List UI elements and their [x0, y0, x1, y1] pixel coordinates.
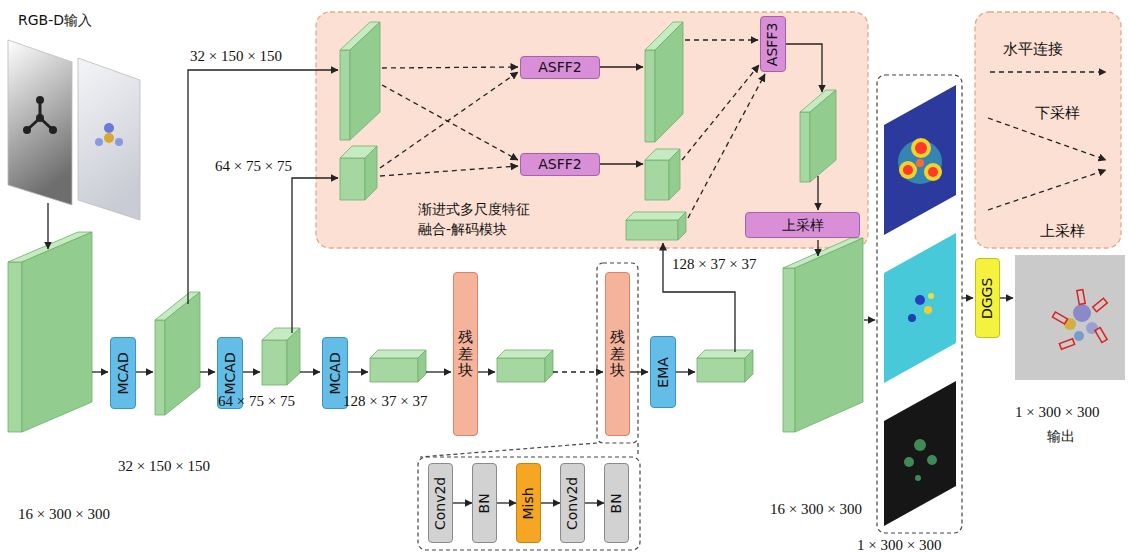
- dimension-label: 1 × 300 × 300: [857, 536, 941, 553]
- feature-map: [340, 22, 380, 140]
- rgb-image: [78, 58, 140, 220]
- activation-layer: Mish: [516, 463, 541, 543]
- residual-block: 残差块: [453, 272, 478, 436]
- asff-block: ASFF3: [760, 16, 786, 72]
- block-label: BN: [608, 493, 625, 513]
- dimension-label: 64 × 75 × 75: [218, 392, 295, 410]
- feature-map: [645, 149, 680, 200]
- heatmap: [884, 85, 956, 235]
- module-title: 渐进式多尺度特征 融合-解码模块: [418, 200, 548, 239]
- flow-arrows: [48, 40, 1013, 372]
- block-label: MCAD: [327, 352, 344, 394]
- legend-text: 水平连接: [1003, 40, 1063, 58]
- molecule: [27, 100, 53, 130]
- feature-map: [626, 212, 686, 240]
- feature-map: [497, 350, 553, 382]
- block-label: Conv2d: [564, 476, 581, 529]
- block-label: ASFF2: [538, 156, 581, 173]
- molecule: [95, 123, 123, 146]
- conv-layer: Conv2d: [560, 463, 585, 543]
- feature-map: [800, 90, 836, 182]
- dggs-block: DGGS: [975, 258, 1000, 338]
- legend-text: 下采样: [1035, 104, 1080, 122]
- feature-map: [783, 238, 863, 432]
- legend-panel: [975, 12, 1121, 248]
- bn-layer: BN: [472, 463, 497, 543]
- legend-line-samples: [988, 72, 1106, 210]
- block-label: BN: [476, 493, 493, 513]
- block-label: ASFF3: [765, 22, 782, 65]
- heatmap-blobs: [908, 293, 934, 322]
- block-label: DGGS: [979, 277, 996, 318]
- output-grasps: [1052, 290, 1107, 350]
- heatmap-blobs: [898, 138, 942, 184]
- feature-map: [370, 350, 426, 382]
- flow-connector: [585, 502, 604, 503]
- asff-block: ASFF2: [520, 153, 600, 176]
- block-label: 残差块: [458, 329, 473, 379]
- block-label: EMA: [655, 357, 672, 388]
- feature-map: [645, 22, 683, 142]
- flow-connector: [497, 502, 516, 503]
- block-label: ASFF2: [538, 59, 581, 76]
- block-label: Conv2d: [432, 476, 449, 529]
- feature-map: [8, 232, 92, 432]
- block-label: MCAD: [115, 352, 132, 394]
- block-label: 上采样: [782, 217, 824, 234]
- depth-image: [8, 40, 72, 205]
- caption-label: RGB-D输入: [18, 12, 92, 29]
- heatmap: [884, 233, 956, 383]
- bn-layer: BN: [604, 463, 629, 543]
- block-label: 残差块: [610, 329, 625, 379]
- dimension-label: 16 × 300 × 300: [770, 500, 862, 518]
- output-image: [1015, 255, 1125, 380]
- flow-connector: [453, 502, 472, 503]
- legend-text: 上采样: [1040, 222, 1085, 240]
- heatmap-blobs: [904, 439, 937, 481]
- residual-block: 残差块: [605, 272, 630, 436]
- dimension-label: 32 × 150 × 150: [118, 457, 210, 475]
- asff-block: ASFF2: [520, 56, 600, 79]
- flow-connector: [541, 502, 560, 503]
- feature-map: [340, 146, 377, 200]
- block-label: Mish: [520, 487, 537, 519]
- block-label: MCAD: [222, 352, 239, 394]
- ema-block: EMA: [650, 336, 676, 408]
- zoom-brackets: [418, 75, 962, 550]
- dimension-label: 64 × 75 × 75: [215, 157, 292, 175]
- conv-layer: Conv2d: [428, 463, 453, 543]
- feature-map: [155, 292, 200, 415]
- heatmap: [884, 381, 956, 526]
- dimension-label: 32 × 150 × 150: [190, 47, 282, 65]
- dimension-label: 128 × 37 × 37: [672, 255, 756, 273]
- feature-map: [697, 350, 753, 382]
- caption-label: 输出: [1047, 428, 1075, 445]
- dimension-label: 1 × 300 × 300: [1015, 403, 1099, 421]
- fusion-region-fill: [316, 12, 868, 248]
- dimension-label: 16 × 300 × 300: [18, 505, 110, 523]
- upsample-block: 上采样: [745, 212, 860, 238]
- mcad-block: MCAD: [110, 337, 136, 409]
- dimension-label: 128 × 37 × 37: [343, 392, 427, 410]
- feature-map: [262, 328, 300, 385]
- fusion-module-region: 渐进式多尺度特征 融合-解码模块ASFF2ASFF2ASFF3上采样: [316, 12, 868, 248]
